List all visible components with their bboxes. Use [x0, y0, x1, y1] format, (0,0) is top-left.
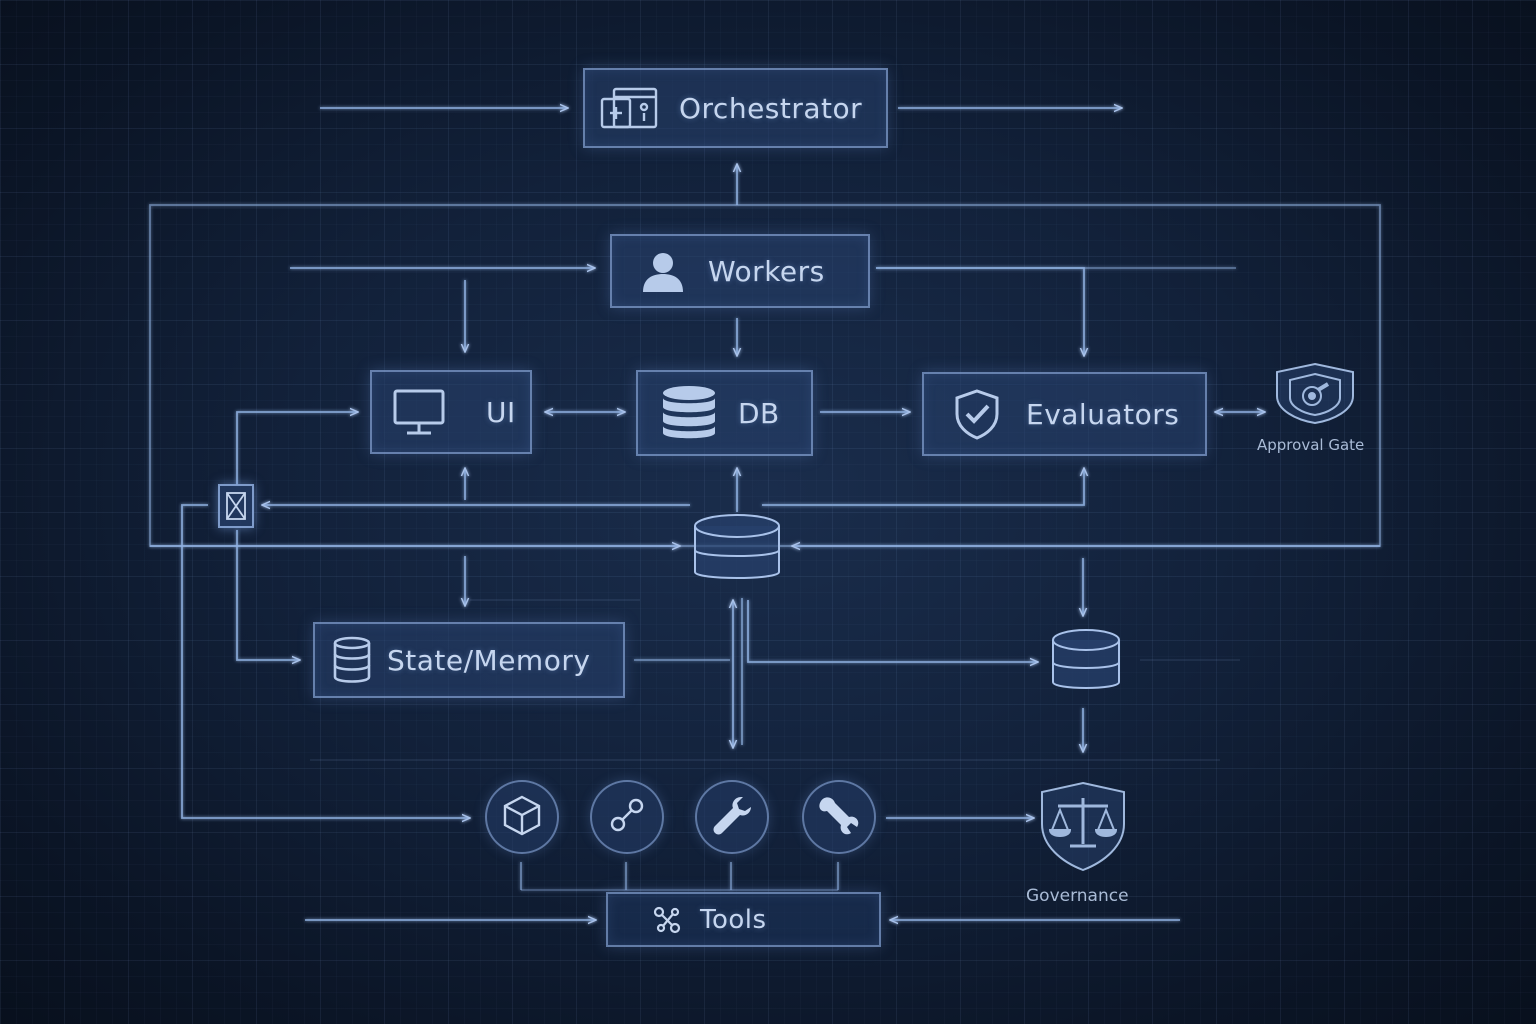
tools-node[interactable]: Tools [606, 892, 881, 947]
tools-icon [652, 905, 682, 935]
ui-node[interactable]: UI [370, 370, 532, 454]
tools-label: Tools [700, 904, 767, 935]
shield-wrench-icon [1274, 362, 1356, 428]
governance-label: Governance [1026, 886, 1129, 906]
cube-icon [501, 794, 543, 840]
edge-switch-to-state-memory [236, 530, 300, 660]
edge-hub-to-evaluators [762, 468, 1084, 506]
workers-label: Workers [708, 254, 825, 288]
evaluators-label: Evaluators [1026, 397, 1180, 431]
state-memory-label: State/Memory [387, 643, 591, 677]
tool-wrench[interactable] [695, 780, 769, 854]
link-icon [607, 795, 647, 839]
crossed-box-icon [226, 492, 246, 524]
tool-spanner[interactable] [802, 780, 876, 854]
wrench-icon [711, 794, 753, 840]
edge-switch-to-ui [236, 412, 358, 485]
tool-link[interactable] [590, 780, 664, 854]
edge-left-loop [181, 504, 470, 818]
db-label: DB [738, 396, 780, 430]
orchestrator-label: Orchestrator [679, 91, 863, 125]
switch-node[interactable] [218, 484, 254, 528]
governance-node[interactable] [1038, 780, 1128, 872]
hub-database-icon[interactable] [692, 512, 782, 590]
store-database-icon[interactable] [1050, 628, 1122, 700]
ui-label: UI [486, 395, 516, 429]
database-icon [660, 384, 718, 442]
evaluators-node[interactable]: Evaluators [922, 372, 1207, 456]
spanner-icon [817, 793, 861, 841]
db-node[interactable]: DB [636, 370, 813, 456]
edge-workers-to-evaluators [876, 267, 1084, 356]
shield-check-icon [952, 387, 1002, 441]
scales-shield-icon [1038, 780, 1128, 876]
monitor-icon [392, 387, 446, 437]
approval-gate-node[interactable] [1272, 362, 1358, 425]
edge-hub-to-store [747, 600, 1038, 662]
state-memory-node[interactable]: State/Memory [313, 622, 625, 698]
tool-cube[interactable] [485, 780, 559, 854]
workers-node[interactable]: Workers [610, 234, 870, 308]
approval-gate-label: Approval Gate [1257, 436, 1365, 454]
orchestrator-node[interactable]: Orchestrator [583, 68, 888, 148]
database-icon [331, 635, 373, 685]
user-icon [640, 248, 686, 294]
dashboard-icon [599, 83, 659, 133]
